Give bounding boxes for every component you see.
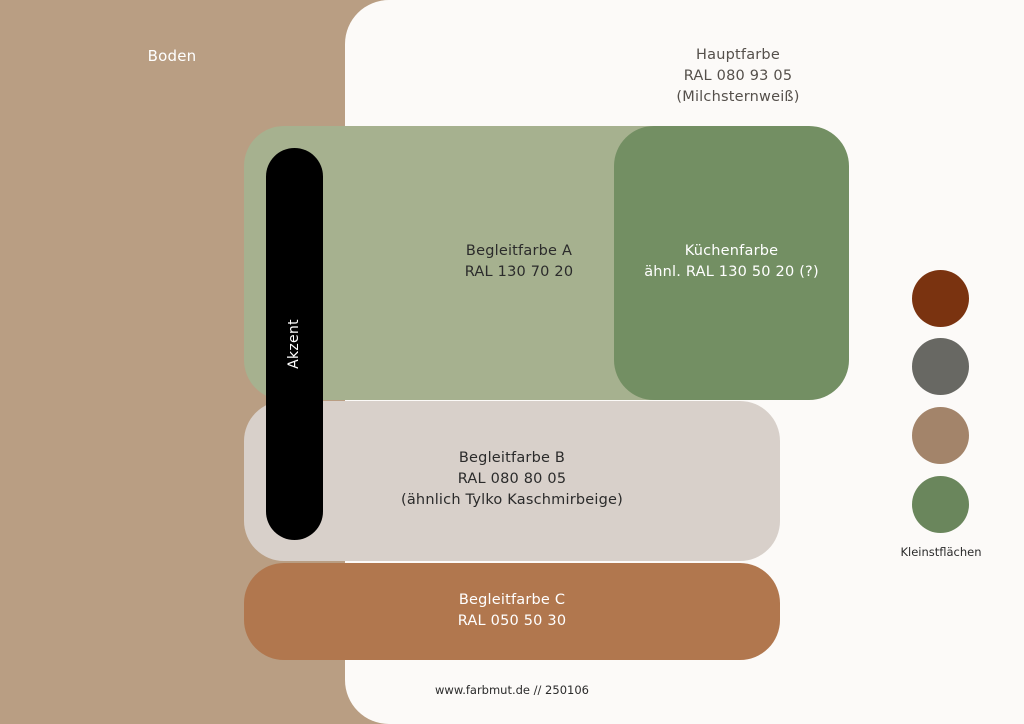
- small-area-swatch-green: [912, 476, 969, 533]
- footer-credit: www.farbmut.de // 250106: [435, 683, 589, 697]
- accompanying-color-c-block: Begleitfarbe C RAL 050 50 30: [244, 563, 780, 660]
- accompanying-color-a-label: Begleitfarbe A RAL 130 70 20: [334, 241, 704, 283]
- small-area-swatch-rust: [912, 270, 969, 327]
- floor-label: Boden: [147, 47, 197, 65]
- main-color-code: RAL 080 93 05: [683, 68, 793, 84]
- accompanying-color-b-title: Begleitfarbe B: [458, 450, 566, 466]
- kitchen-color-title: Küchenfarbe: [684, 243, 779, 259]
- accompanying-color-b-block: Begleitfarbe B RAL 080 80 05 (ähnlich Ty…: [244, 401, 780, 561]
- accompanying-color-c-code: RAL 050 50 30: [457, 613, 567, 629]
- accompanying-color-a-title: Begleitfarbe A: [465, 243, 573, 259]
- main-color-label: Hauptfarbe RAL 080 93 05 (Milchsternweiß…: [640, 45, 836, 108]
- accompanying-color-a-code: RAL 130 70 20: [464, 264, 574, 280]
- kitchen-color-block: Küchenfarbe ähnl. RAL 130 50 20 (?): [614, 126, 849, 400]
- small-area-swatch-grey: [912, 338, 969, 395]
- accent-color-bar: Akzent: [266, 148, 323, 540]
- accent-label: Akzent: [286, 319, 302, 369]
- accompanying-color-b-code: RAL 080 80 05: [457, 471, 567, 487]
- small-area-swatch-taupe: [912, 407, 969, 464]
- kitchen-color-label: Küchenfarbe ähnl. RAL 130 50 20 (?): [614, 241, 849, 283]
- small-areas-label: Kleinstflächen: [900, 545, 982, 559]
- kitchen-color-code: ähnl. RAL 130 50 20 (?): [644, 264, 819, 280]
- accompanying-color-c-label: Begleitfarbe C RAL 050 50 30: [244, 590, 780, 632]
- accompanying-color-c-title: Begleitfarbe C: [458, 592, 566, 608]
- accompanying-color-b-note: (ähnlich Tylko Kaschmirbeige): [400, 492, 624, 508]
- accompanying-color-b-label: Begleitfarbe B RAL 080 80 05 (ähnlich Ty…: [334, 448, 690, 511]
- main-color-title: Hauptfarbe: [696, 47, 780, 63]
- main-color-name: (Milchsternweiß): [676, 89, 800, 105]
